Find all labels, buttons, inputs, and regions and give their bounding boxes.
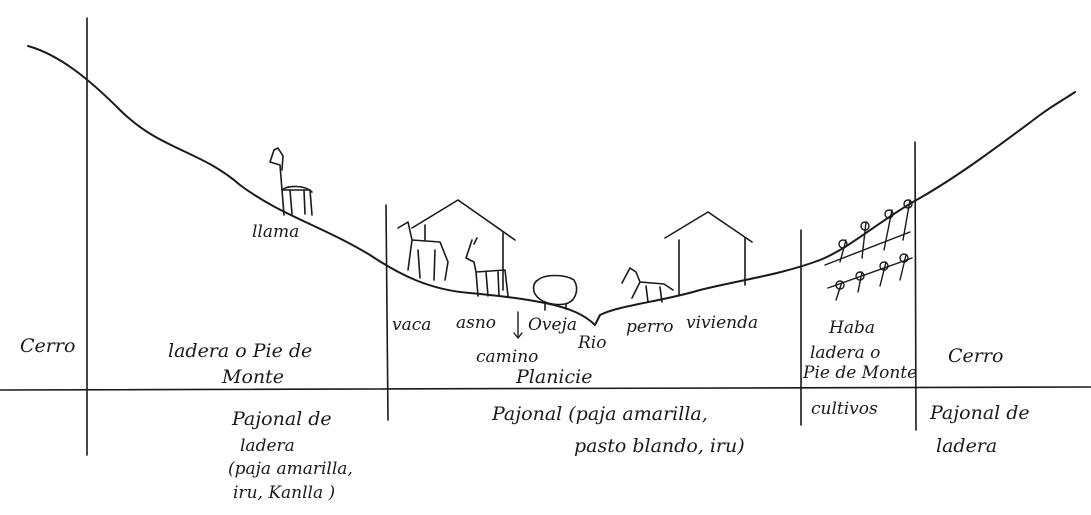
label-asno: asno xyxy=(456,313,496,333)
dog-icon xyxy=(621,267,674,303)
veg-right-line1: Pajonal de xyxy=(929,402,1030,424)
veg-left-line3: (paja amarilla, xyxy=(228,459,353,479)
label-cultivos: cultivos xyxy=(811,399,878,419)
haba-crop-icon xyxy=(824,199,913,301)
label-haba: Haba xyxy=(828,318,875,338)
ground-line xyxy=(0,386,1091,391)
veg-right-line2: ladera xyxy=(936,435,997,457)
label-vaca: vaca xyxy=(392,315,431,335)
zone-ladera-right-line1: ladera o xyxy=(810,343,880,363)
veg-center-line2: pasto blando, iru) xyxy=(574,435,745,457)
veg-center-line1: Pajonal (paja amarilla, xyxy=(491,403,708,425)
veg-left-line4: iru, Kanlla ) xyxy=(233,483,335,503)
zone-ladera-right-line2: Pie de Monte xyxy=(802,363,917,383)
cow-icon xyxy=(397,221,449,281)
zone-cerro-right: Cerro xyxy=(948,345,1003,367)
camino-arrow xyxy=(513,311,523,339)
divider-ladera-cerro-right xyxy=(914,141,917,431)
label-oveja: Oveja xyxy=(528,315,577,335)
house-left-icon xyxy=(411,199,516,291)
label-perro: perro xyxy=(626,317,673,337)
veg-left-line1: Pajonal de xyxy=(231,408,332,430)
label-rio: Rio xyxy=(577,333,606,353)
label-camino: camino xyxy=(476,347,538,367)
veg-left-line2: ladera xyxy=(240,436,295,456)
sheep-icon xyxy=(532,274,578,311)
zone-planicie: Planicie xyxy=(515,366,592,388)
zone-ladera-left-line2: Monte xyxy=(221,366,284,388)
label-vivienda: vivienda xyxy=(686,313,758,333)
zone-cerro-left: Cerro xyxy=(20,335,75,357)
house-right-icon xyxy=(664,211,753,296)
zone-ladera-left-line1: ladera o Pie de xyxy=(168,340,312,362)
divider-ladera-planicie xyxy=(385,204,389,421)
terrain-profile-line xyxy=(27,45,1076,326)
llama-icon xyxy=(269,147,313,216)
label-llama: llama xyxy=(252,222,299,242)
donkey-icon xyxy=(465,237,509,297)
